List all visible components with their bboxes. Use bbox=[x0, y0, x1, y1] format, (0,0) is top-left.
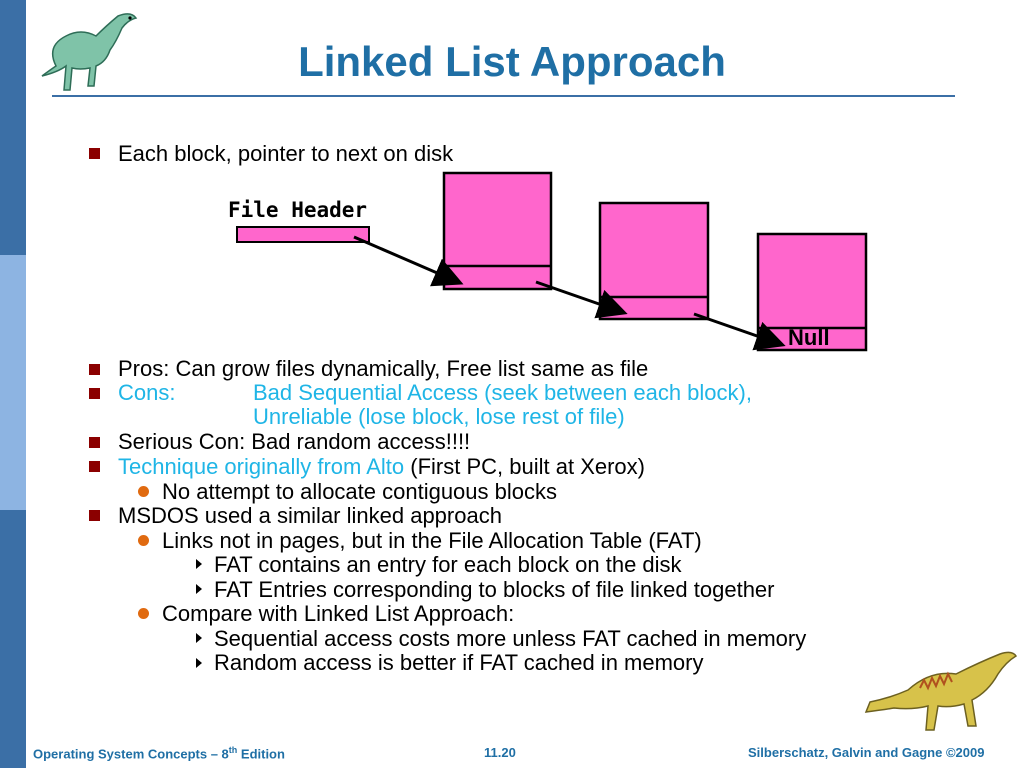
bullet-square bbox=[89, 461, 100, 472]
bullet-square bbox=[89, 388, 100, 399]
sub-sub-bullet-text: Sequential access costs more unless FAT … bbox=[214, 626, 807, 651]
file-header-block bbox=[236, 226, 370, 243]
sub-bullet-text: Compare with Linked List Approach: bbox=[162, 601, 515, 626]
footer-superscript: th bbox=[228, 745, 238, 755]
pointer-arrow-3 bbox=[693, 312, 786, 351]
bullet-square bbox=[89, 364, 100, 375]
sub-sub-bullet-text: FAT Entries corresponding to blocks of f… bbox=[214, 577, 775, 602]
bullet-triangle bbox=[196, 584, 202, 594]
footer-book-title: Operating System Concepts – 8th Edition bbox=[33, 745, 285, 761]
null-label: Null bbox=[788, 325, 830, 350]
bullet-dot bbox=[138, 608, 149, 619]
footer-slide-number: 11.20 bbox=[484, 745, 516, 760]
bullet-text: Technique originally from Alto (First PC… bbox=[118, 455, 645, 479]
alto-rest: (First PC, built at Xerox) bbox=[404, 454, 645, 479]
footer-book-prefix: Operating System Concepts – 8 bbox=[33, 746, 229, 762]
sub-bullet-text: Links not in pages, but in the File Allo… bbox=[162, 528, 702, 553]
bullet-triangle bbox=[196, 633, 202, 643]
cons-text-line-1: Bad Sequential Access (seek between each… bbox=[253, 380, 752, 405]
sub-sub-bullet-text: Random access is better if FAT cached in… bbox=[214, 650, 704, 675]
sub-bullet-text: No attempt to allocate contiguous blocks bbox=[162, 479, 558, 504]
bullet-square bbox=[89, 148, 100, 159]
dinosaur-icon bbox=[41, 13, 138, 91]
left-bar-middle bbox=[0, 255, 26, 510]
bullet-triangle bbox=[196, 559, 202, 569]
disk-block-1 bbox=[442, 171, 553, 291]
bullet-text: MSDOS used a similar linked approach bbox=[118, 503, 502, 528]
left-bar-top bbox=[0, 0, 26, 255]
slide-title: Linked List Approach bbox=[298, 38, 726, 85]
pointer-arrow-2 bbox=[535, 280, 628, 319]
pointer-arrow-1 bbox=[353, 235, 464, 287]
file-header-label: File Header bbox=[228, 198, 368, 222]
bullet-square bbox=[89, 437, 100, 448]
cons-label: Cons: bbox=[118, 380, 176, 405]
cons-text-line-2: Unreliable (lose block, lose rest of fil… bbox=[253, 404, 625, 429]
disk-block-2 bbox=[598, 201, 710, 321]
footer-book-suffix: Edition bbox=[237, 746, 285, 762]
dinosaur-icon bbox=[864, 651, 1018, 731]
bullet-square bbox=[89, 510, 100, 521]
footer-copyright: Silberschatz, Galvin and Gagne ©2009 bbox=[748, 745, 985, 760]
bullet-dot bbox=[138, 486, 149, 497]
bullet-triangle bbox=[196, 658, 202, 668]
sub-sub-bullet-text: FAT contains an entry for each block on … bbox=[214, 552, 682, 577]
bullet-text: Pros: Can grow files dynamically, Free l… bbox=[118, 356, 649, 381]
bullet-dot bbox=[138, 535, 149, 546]
bullet-text: Each block, pointer to next on disk bbox=[118, 141, 454, 166]
title-divider bbox=[52, 95, 955, 97]
left-bar-bottom bbox=[0, 510, 26, 768]
bullet-text: Serious Con: Bad random access!!!! bbox=[118, 429, 471, 454]
alto-highlight: Technique originally from Alto bbox=[118, 454, 405, 479]
